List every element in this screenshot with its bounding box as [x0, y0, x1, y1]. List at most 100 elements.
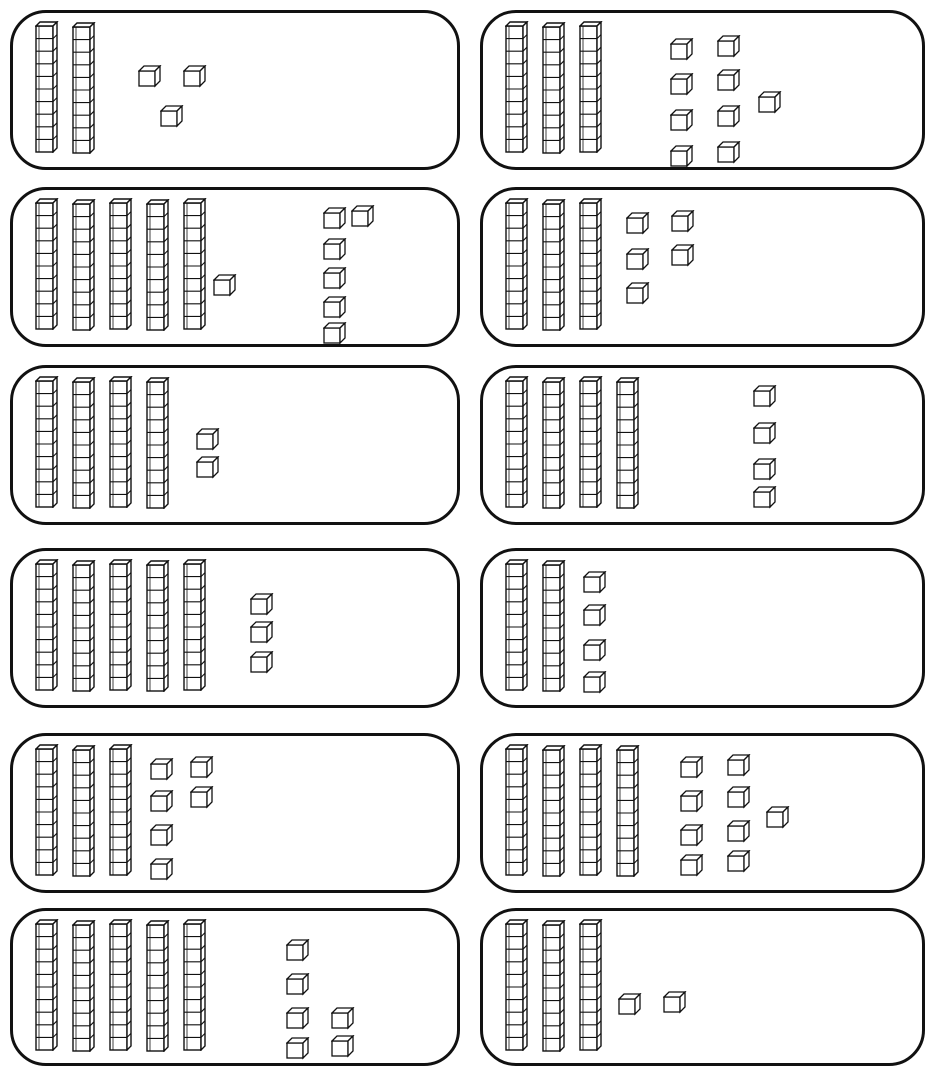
number-card	[480, 548, 925, 708]
ones-cube	[583, 639, 607, 663]
ones-cube	[753, 422, 777, 446]
ones-cube	[323, 322, 347, 346]
ones-cube	[323, 238, 347, 262]
ones-cube	[583, 571, 607, 595]
tens-rod	[72, 920, 96, 1052]
ones-cube	[213, 274, 237, 298]
tens-rod	[542, 745, 566, 877]
ones-cube	[331, 1007, 355, 1031]
tens-rod	[72, 22, 96, 154]
ones-cube	[250, 621, 274, 645]
ones-cube	[727, 850, 751, 874]
tens-rod	[579, 198, 603, 330]
ones-cube	[150, 858, 174, 882]
ones-cube	[250, 593, 274, 617]
ones-cube	[717, 69, 741, 93]
ones-cube	[680, 854, 704, 878]
ones-cube	[671, 244, 695, 268]
ones-cube	[626, 212, 650, 236]
ones-cube	[663, 991, 687, 1015]
tens-rod	[542, 377, 566, 509]
tens-rod	[72, 560, 96, 692]
tens-rod	[35, 919, 59, 1051]
tens-rod	[72, 745, 96, 877]
tens-rod	[109, 559, 133, 691]
ones-cube	[717, 35, 741, 59]
ones-cube	[670, 145, 694, 169]
ones-cube	[286, 1007, 310, 1031]
tens-rod	[35, 21, 59, 153]
number-card	[480, 10, 925, 170]
ones-cube	[727, 786, 751, 810]
ones-cube	[758, 91, 782, 115]
ones-cube	[717, 141, 741, 165]
tens-rod	[505, 376, 529, 508]
tens-rod	[183, 919, 207, 1051]
tens-rod	[35, 198, 59, 330]
tens-rod	[579, 919, 603, 1051]
ones-cube	[250, 651, 274, 675]
tens-rod	[146, 377, 170, 509]
number-card	[10, 908, 460, 1066]
ones-cube	[670, 73, 694, 97]
ones-cube	[717, 105, 741, 129]
ones-cube	[183, 65, 207, 89]
ones-cube	[286, 1037, 310, 1061]
tens-rod	[183, 559, 207, 691]
number-card	[10, 187, 460, 347]
tens-rod	[542, 22, 566, 154]
ones-cube	[753, 486, 777, 510]
tens-rod	[542, 199, 566, 331]
ones-cube	[753, 458, 777, 482]
ones-cube	[160, 105, 184, 129]
ones-cube	[671, 210, 695, 234]
tens-rod	[109, 198, 133, 330]
number-card	[480, 908, 925, 1066]
number-card	[10, 548, 460, 708]
ones-cube	[196, 456, 220, 480]
ones-cube	[286, 939, 310, 963]
ones-cube	[351, 205, 375, 229]
ones-cube	[150, 758, 174, 782]
number-card	[10, 365, 460, 525]
ones-cube	[680, 756, 704, 780]
tens-rod	[109, 744, 133, 876]
tens-rod	[35, 744, 59, 876]
tens-rod	[505, 744, 529, 876]
tens-rod	[542, 560, 566, 692]
number-card	[480, 187, 925, 347]
ones-cube	[626, 282, 650, 306]
ones-cube	[583, 671, 607, 695]
tens-rod	[35, 559, 59, 691]
ones-cube	[286, 973, 310, 997]
ones-cube	[753, 385, 777, 409]
tens-rod	[579, 744, 603, 876]
number-card	[10, 733, 460, 893]
tens-rod	[146, 920, 170, 1052]
tens-rod	[505, 559, 529, 691]
ones-cube	[618, 993, 642, 1017]
ones-cube	[323, 296, 347, 320]
tens-rod	[542, 920, 566, 1052]
ones-cube	[670, 38, 694, 62]
tens-rod	[616, 745, 640, 877]
ones-cube	[727, 754, 751, 778]
tens-rod	[72, 199, 96, 331]
tens-rod	[579, 21, 603, 153]
tens-rod	[505, 919, 529, 1051]
ones-cube	[323, 207, 347, 231]
tens-rod	[505, 198, 529, 330]
ones-cube	[626, 248, 650, 272]
ones-cube	[323, 267, 347, 291]
ones-cube	[150, 824, 174, 848]
tens-rod	[616, 377, 640, 509]
number-card	[480, 733, 925, 893]
tens-rod	[183, 198, 207, 330]
ones-cube	[138, 65, 162, 89]
tens-rod	[579, 376, 603, 508]
ones-cube	[583, 604, 607, 628]
tens-rod	[35, 376, 59, 508]
ones-cube	[196, 428, 220, 452]
number-card	[10, 10, 460, 170]
tens-rod	[505, 21, 529, 153]
